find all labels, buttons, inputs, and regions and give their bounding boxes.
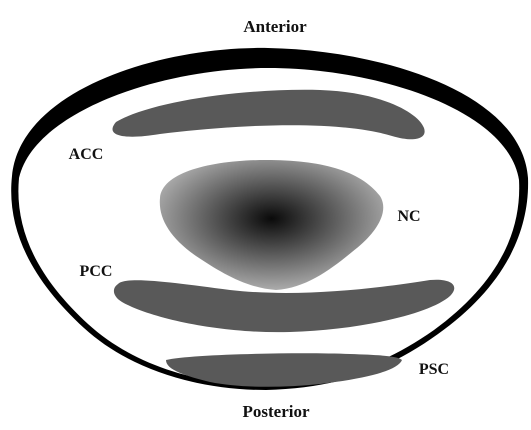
label-posterior: Posterior: [242, 402, 309, 421]
label-anterior: Anterior: [243, 17, 307, 36]
label-psc: PSC: [419, 361, 449, 378]
label-nc: NC: [397, 208, 420, 225]
label-pcc: PCC: [80, 263, 113, 280]
label-acc: ACC: [69, 146, 104, 163]
